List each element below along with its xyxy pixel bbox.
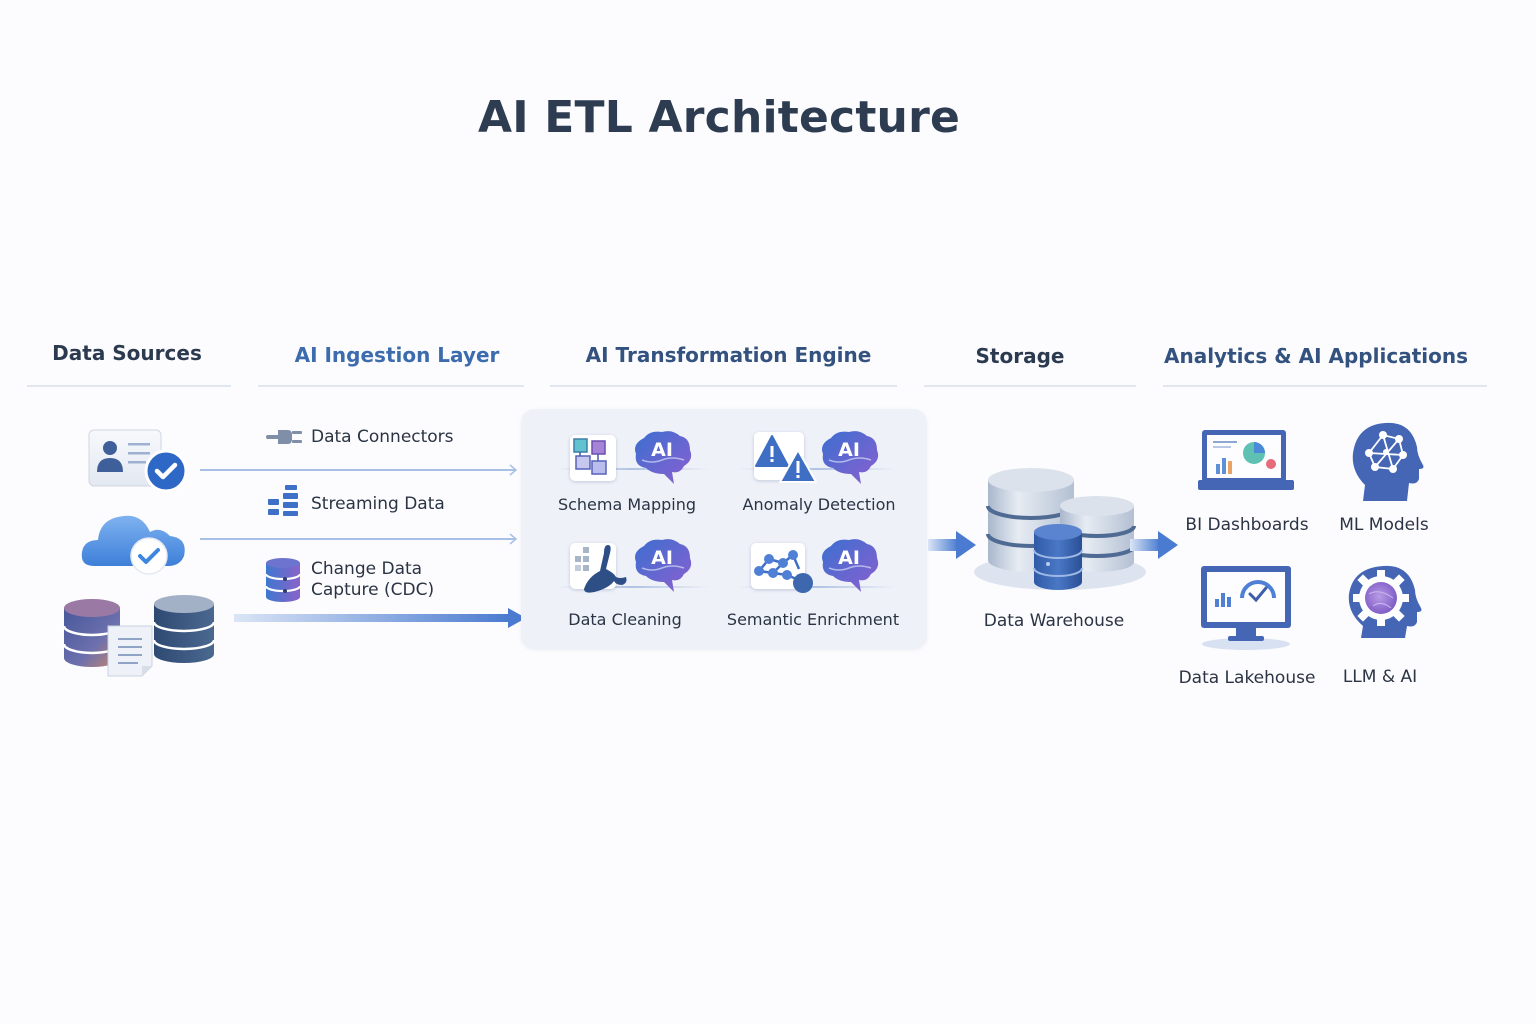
monitor-gauge-icon [1198,566,1294,650]
stream-bars-icon [268,485,300,521]
guide-line [555,468,710,470]
ai-badge-text: AI [838,439,860,461]
heading-ai-transformation-engine: AI Transformation Engine [585,343,872,367]
guide-line [737,468,897,470]
heading-data-sources: Data Sources [52,341,202,365]
transform-label-semantic-enrichment: Semantic Enrichment [726,610,900,629]
broom-grid-icon [570,543,627,593]
app-label-ml-models: ML Models [1339,515,1429,535]
app-label-bi-dashboards: BI Dashboards [1185,515,1309,535]
flow-arrow-to-storage [928,530,978,560]
flow-arrow-thick [234,606,528,630]
cdc-label-line1: Change Data [311,559,423,579]
schema-blocks-icon [570,435,616,481]
head-gear-icon [1345,564,1425,640]
transform-label-schema-mapping: Schema Mapping [557,495,697,514]
transform-label-anomaly-detection: Anomaly Detection [742,495,896,514]
flow-arrow-to-applications [1130,530,1180,560]
storage-label-data-warehouse: Data Warehouse [983,611,1125,631]
databases-document-icon [62,592,222,680]
heading-rule [550,385,897,387]
laptop-dashboard-icon [1198,428,1296,494]
ai-badge-text: AI [838,547,860,569]
ai-brain-icon: AI [819,538,881,594]
ai-brain-icon: AI [632,430,694,486]
cloud-check-icon [80,508,190,578]
guide-line [737,586,897,588]
ingestion-label-data-connectors: Data Connectors [311,427,454,447]
id-card-check-icon [86,428,191,494]
heading-rule [924,385,1136,387]
cdc-label-line2: Capture (CDC) [311,580,435,600]
heading-ai-ingestion-layer: AI Ingestion Layer [294,343,500,367]
warning-triangles-icon [754,432,817,483]
database-cdc-icon [264,557,302,603]
flow-arrow-thin-2 [200,532,520,546]
ingestion-label-streaming-data: Streaming Data [311,494,445,514]
ai-brain-icon: AI [819,430,881,486]
ai-badge-text: AI [651,547,673,569]
guide-line [555,586,710,588]
heading-storage: Storage [975,344,1065,368]
ai-brain-icon: AI [632,538,694,594]
app-label-data-lakehouse: Data Lakehouse [1178,668,1316,688]
heading-rule [27,385,231,387]
database-cluster-icon [974,466,1150,596]
diagram-title: AI ETL Architecture [477,92,961,143]
head-network-icon [1349,421,1427,503]
app-label-llm-ai: LLM & AI [1342,667,1418,687]
graph-nodes-icon [751,543,813,593]
ingestion-label-cdc: Change Data Capture (CDC) [311,559,434,601]
plug-icon [266,427,304,447]
heading-analytics-ai-applications: Analytics & AI Applications [1163,344,1468,368]
ai-badge-text: AI [651,439,673,461]
heading-rule [258,385,524,387]
transform-label-data-cleaning: Data Cleaning [568,610,682,629]
heading-rule [1163,385,1487,387]
flow-arrow-thin-1 [200,463,520,477]
